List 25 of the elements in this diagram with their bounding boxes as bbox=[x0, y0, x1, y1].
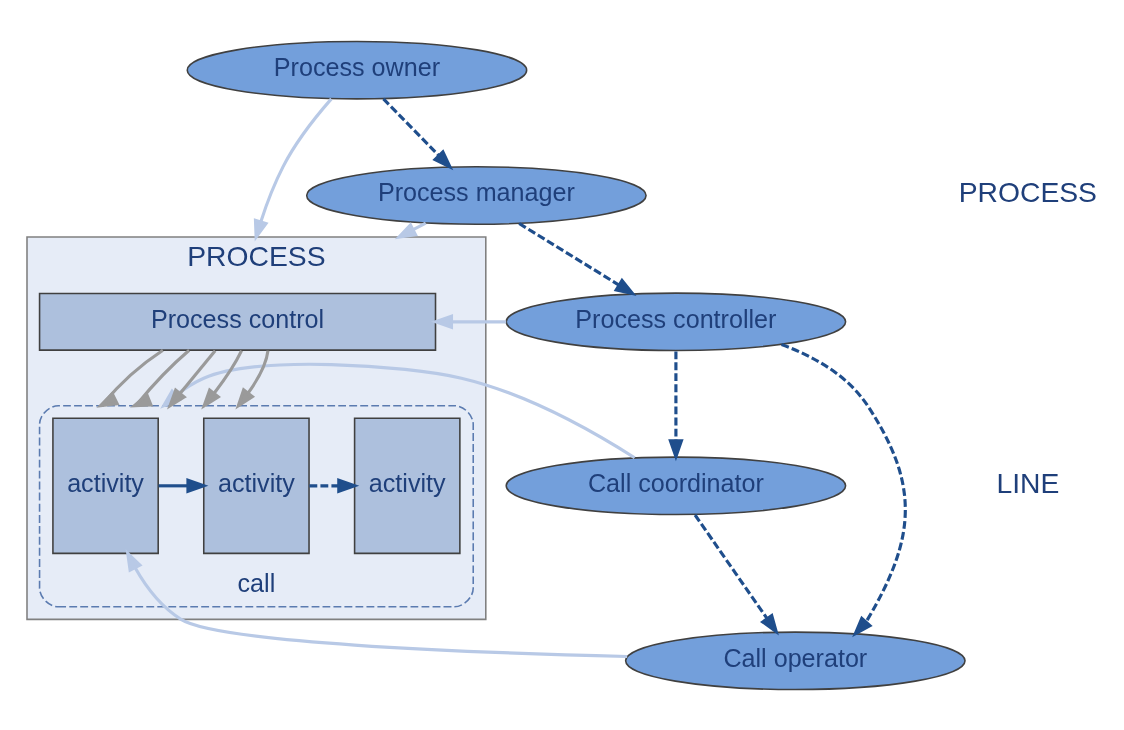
arrow bbox=[309, 477, 360, 494]
arrow bbox=[201, 349, 243, 409]
label: LINE bbox=[996, 466, 1060, 499]
node-ellipse: Process owner bbox=[186, 40, 528, 100]
node-ellipse: Process controller bbox=[505, 291, 847, 351]
arrow bbox=[382, 97, 454, 170]
arrow bbox=[96, 348, 164, 408]
node-ellipse: Call operator bbox=[624, 630, 966, 690]
arrow bbox=[780, 342, 907, 637]
label: PROCESS bbox=[958, 175, 1097, 208]
arrow bbox=[167, 349, 217, 409]
node-box: activity bbox=[52, 416, 159, 554]
node-box: activity bbox=[353, 416, 461, 554]
arrow bbox=[431, 313, 507, 330]
node-box: activity bbox=[202, 416, 310, 554]
arrow bbox=[668, 350, 684, 461]
arrow bbox=[253, 97, 333, 241]
arrow bbox=[158, 477, 209, 494]
arrow bbox=[518, 221, 637, 296]
arrow bbox=[693, 513, 779, 636]
node-box: Process control bbox=[38, 292, 437, 351]
node-ellipse: Call coordinator bbox=[505, 455, 847, 515]
arrow bbox=[235, 349, 270, 409]
arrow bbox=[125, 548, 628, 658]
node-ellipse: Process manager bbox=[305, 165, 647, 225]
